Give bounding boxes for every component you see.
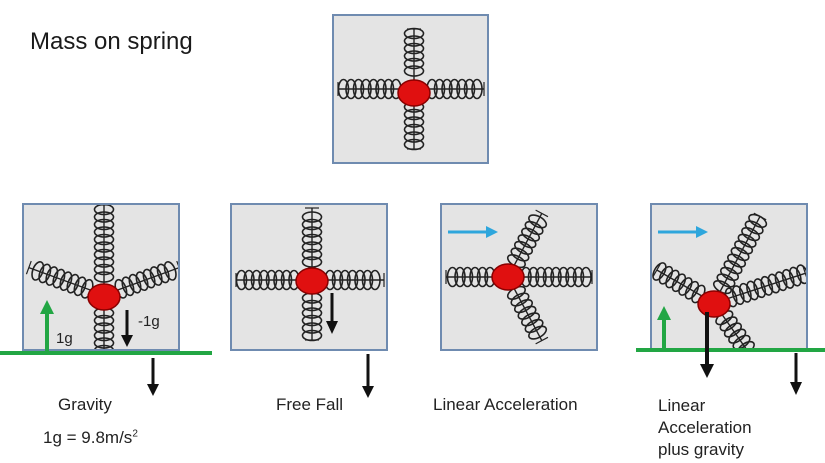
panel-linear-acceleration-gravity: [650, 203, 808, 351]
spring-coil: [25, 260, 105, 299]
linear-acceleration-gravity-spring-diagram: [652, 212, 806, 349]
spring-coil: [712, 212, 768, 304]
spring-coil: [506, 276, 549, 345]
spring-coil: [652, 262, 715, 304]
gravity-spring-diagram: [25, 205, 178, 349]
acceleration-arrow: [448, 226, 498, 238]
label-gravity-equation: 1g = 9.8m/s2: [43, 428, 138, 448]
label-linear-acceleration-gravity: Linear Acceleration plus gravity: [658, 395, 808, 461]
label-gravity: Gravity: [58, 395, 112, 414]
free-fall-spring-diagram: [235, 207, 385, 342]
mass: [397, 79, 431, 107]
label-1g: 1g: [56, 330, 73, 347]
free-fall-arrow: [362, 354, 374, 398]
mass: [491, 263, 525, 291]
spring-cross-diagram: [337, 27, 485, 151]
gravity-arrow-accel-gravity: [790, 353, 802, 395]
label-line-3: plus gravity: [658, 440, 744, 459]
mass: [87, 283, 121, 311]
label-line-2: Acceleration: [658, 418, 752, 437]
diagram-title: Mass on spring: [30, 28, 193, 55]
panel-mass-at-rest: [332, 14, 489, 164]
mass: [697, 290, 731, 318]
acceleration-arrow: [658, 226, 708, 238]
gravity-arrow: [147, 358, 159, 396]
label-free-fall: Free Fall: [276, 395, 344, 414]
spring-up: [403, 27, 425, 89]
panel-linear-acceleration: [440, 203, 598, 351]
gravity-equation-exponent: 2: [132, 428, 138, 440]
panel-free-fall: [230, 203, 388, 351]
label-linear-acceleration: Linear Acceleration: [433, 395, 578, 414]
label-line-1: Linear: [658, 396, 706, 415]
spring-coil: [93, 295, 115, 349]
label-minus-1g: -1g: [138, 313, 160, 330]
spring-coil: [312, 269, 385, 291]
linear-acceleration-spring-diagram: [445, 209, 593, 345]
mass: [295, 267, 329, 295]
spring-coil: [445, 266, 508, 288]
spring-coil: [93, 205, 115, 295]
gravity-equation-text: 1g = 9.8m/s: [43, 428, 133, 447]
spring-coil: [403, 27, 425, 89]
